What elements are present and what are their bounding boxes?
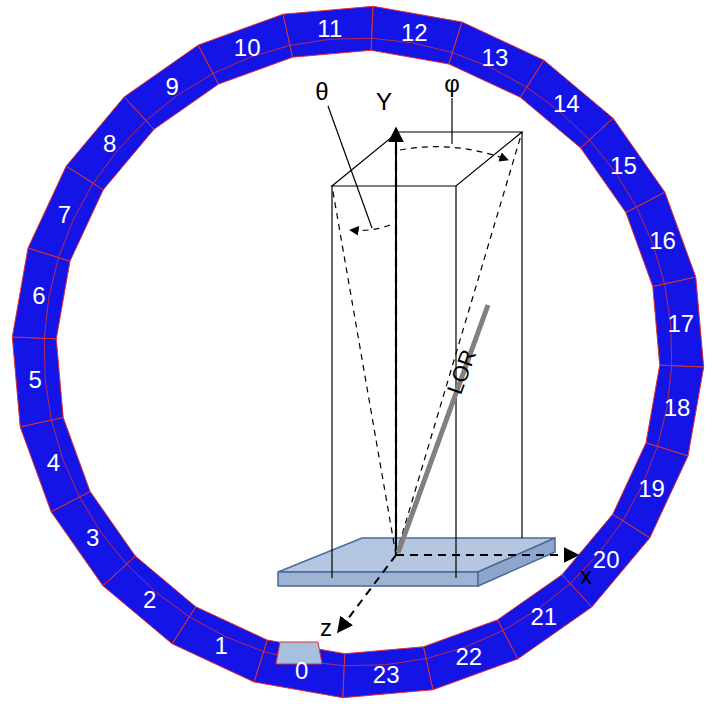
module-number: 3 — [86, 526, 99, 550]
module-number: 22 — [455, 645, 482, 669]
module-layer-line — [59, 183, 94, 257]
module-number: 21 — [530, 605, 557, 629]
module-number: 23 — [373, 663, 400, 687]
module-number: 15 — [610, 154, 637, 178]
module-number: 2 — [143, 588, 156, 612]
module-number: 20 — [593, 548, 620, 572]
module-number: 19 — [638, 477, 665, 501]
module-layer-line — [44, 258, 58, 339]
leader-lines — [328, 98, 452, 228]
module-number: 4 — [47, 451, 60, 475]
detector-module — [653, 277, 704, 367]
detector-module — [423, 620, 517, 690]
module-layer-line — [127, 564, 190, 617]
module-number: 9 — [166, 75, 179, 99]
detector-module — [343, 647, 433, 698]
detector-module — [254, 640, 345, 698]
module-number: 17 — [667, 312, 694, 336]
axis-label: θ — [315, 80, 328, 104]
axes — [338, 128, 578, 632]
axis-label: x — [580, 564, 592, 588]
module-layer-line — [503, 584, 570, 631]
module-number: 11 — [317, 17, 342, 41]
module-layer-line — [527, 87, 590, 140]
module-number: 0 — [295, 659, 308, 683]
module-number: 12 — [401, 21, 428, 45]
detector-module — [12, 337, 63, 427]
detector-module — [198, 14, 292, 84]
detector-module — [283, 6, 373, 57]
module-layer-line — [44, 338, 51, 420]
wire-box — [332, 132, 522, 578]
detector-module — [12, 248, 70, 339]
module-number: 14 — [553, 92, 580, 116]
module-layer-line — [590, 140, 637, 207]
sample-plate — [278, 538, 555, 586]
module-number: 10 — [234, 36, 261, 60]
module-number: 1 — [214, 634, 227, 658]
axis-label: z — [320, 616, 332, 640]
module-number: 8 — [103, 132, 116, 156]
axis-label: Y — [376, 90, 392, 114]
module-layer-line — [93, 121, 146, 184]
detector-module — [20, 417, 90, 511]
module-number: 16 — [649, 229, 676, 253]
module-layer-line — [146, 74, 213, 121]
module-number: 6 — [32, 284, 45, 308]
lor-line — [398, 305, 488, 553]
detector-module — [646, 365, 704, 456]
module-number: 18 — [664, 396, 691, 420]
module-number: 5 — [29, 368, 42, 392]
detector-ring — [12, 6, 703, 697]
module-number: 7 — [58, 203, 71, 227]
axis-label: φ — [444, 72, 460, 96]
module-number: 13 — [482, 46, 509, 70]
detector-module — [626, 192, 696, 286]
module-layer-line — [570, 521, 623, 584]
lor-label: LOR — [444, 347, 480, 397]
module-layer-line — [80, 497, 127, 564]
detector-module — [371, 6, 462, 64]
